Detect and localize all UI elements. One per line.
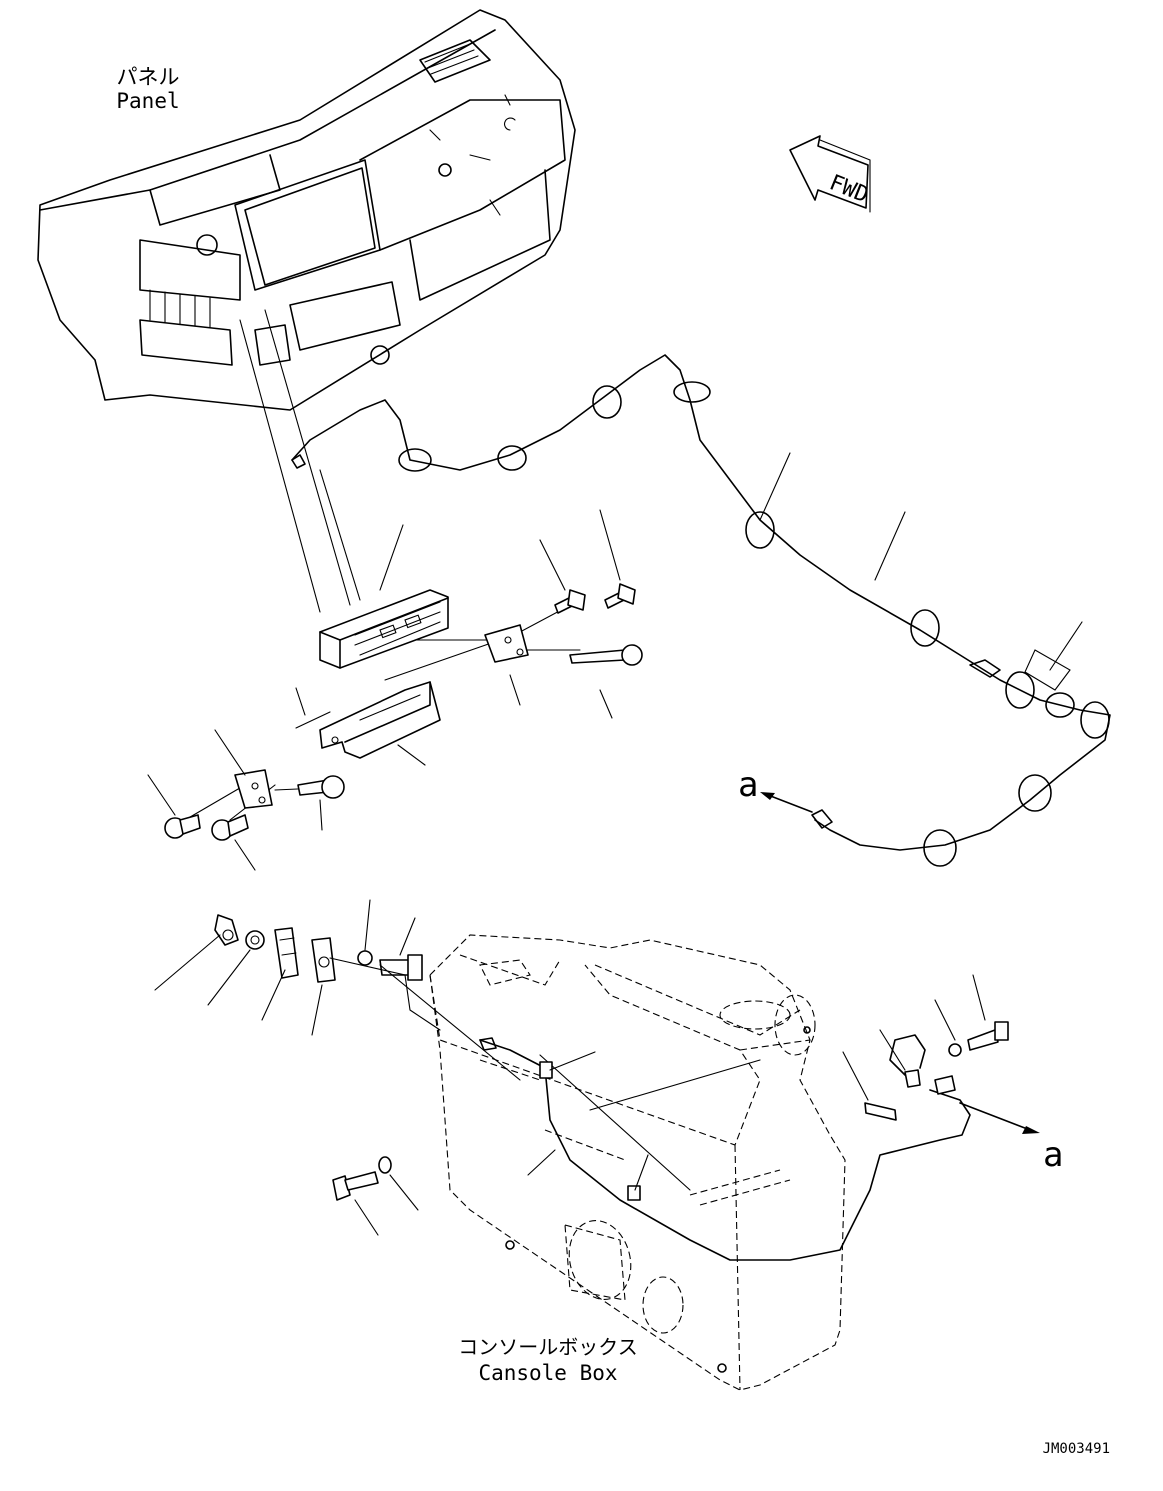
console-label-en: Cansole Box bbox=[478, 1361, 617, 1385]
reference-arrow-a-top: a bbox=[738, 765, 813, 813]
bolt-icon bbox=[211, 814, 249, 841]
forward-arrow-icon: FWD bbox=[789, 135, 872, 213]
ground-hardware bbox=[214, 914, 423, 983]
dashboard-panel bbox=[37, 9, 576, 411]
fwd-label: FWD bbox=[826, 170, 872, 208]
side-plate-right bbox=[484, 624, 529, 663]
leader-ticks-right bbox=[509, 509, 621, 719]
panel-label-jp: パネル bbox=[117, 65, 180, 89]
radio-bracket bbox=[319, 681, 441, 759]
bolt-icon bbox=[164, 814, 201, 839]
ref-a-top-label: a bbox=[738, 765, 758, 805]
reference-arrow-a-right: a bbox=[959, 1102, 1063, 1175]
console-box bbox=[379, 934, 846, 1391]
lower-wire-harness bbox=[479, 1034, 971, 1261]
ref-a-right-label: a bbox=[1043, 1135, 1063, 1175]
bolt-icon bbox=[569, 644, 643, 666]
leader-ticks-lower bbox=[354, 1174, 419, 1236]
bolt-icon bbox=[297, 775, 345, 799]
console-label-jp: コンソールボックス bbox=[458, 1335, 637, 1359]
bolt-icon bbox=[554, 589, 586, 614]
leader-ticks-console bbox=[527, 974, 986, 1191]
bolt-icon bbox=[332, 1171, 379, 1201]
drawing-number: JM003491 bbox=[1043, 1441, 1110, 1457]
leader-lines-upper bbox=[184, 309, 1083, 821]
leader-ticks-ground bbox=[154, 899, 441, 1036]
bolt-icon bbox=[604, 583, 636, 609]
leader-ticks-left bbox=[147, 687, 426, 871]
upper-wire-harness bbox=[291, 354, 1111, 867]
right-hardware bbox=[948, 1021, 1009, 1057]
panel-label-en: Panel bbox=[116, 89, 179, 113]
side-plate-left bbox=[234, 769, 273, 809]
washer-icon bbox=[378, 1156, 392, 1174]
spacer-strip bbox=[295, 711, 331, 729]
radio-unit bbox=[319, 589, 449, 669]
